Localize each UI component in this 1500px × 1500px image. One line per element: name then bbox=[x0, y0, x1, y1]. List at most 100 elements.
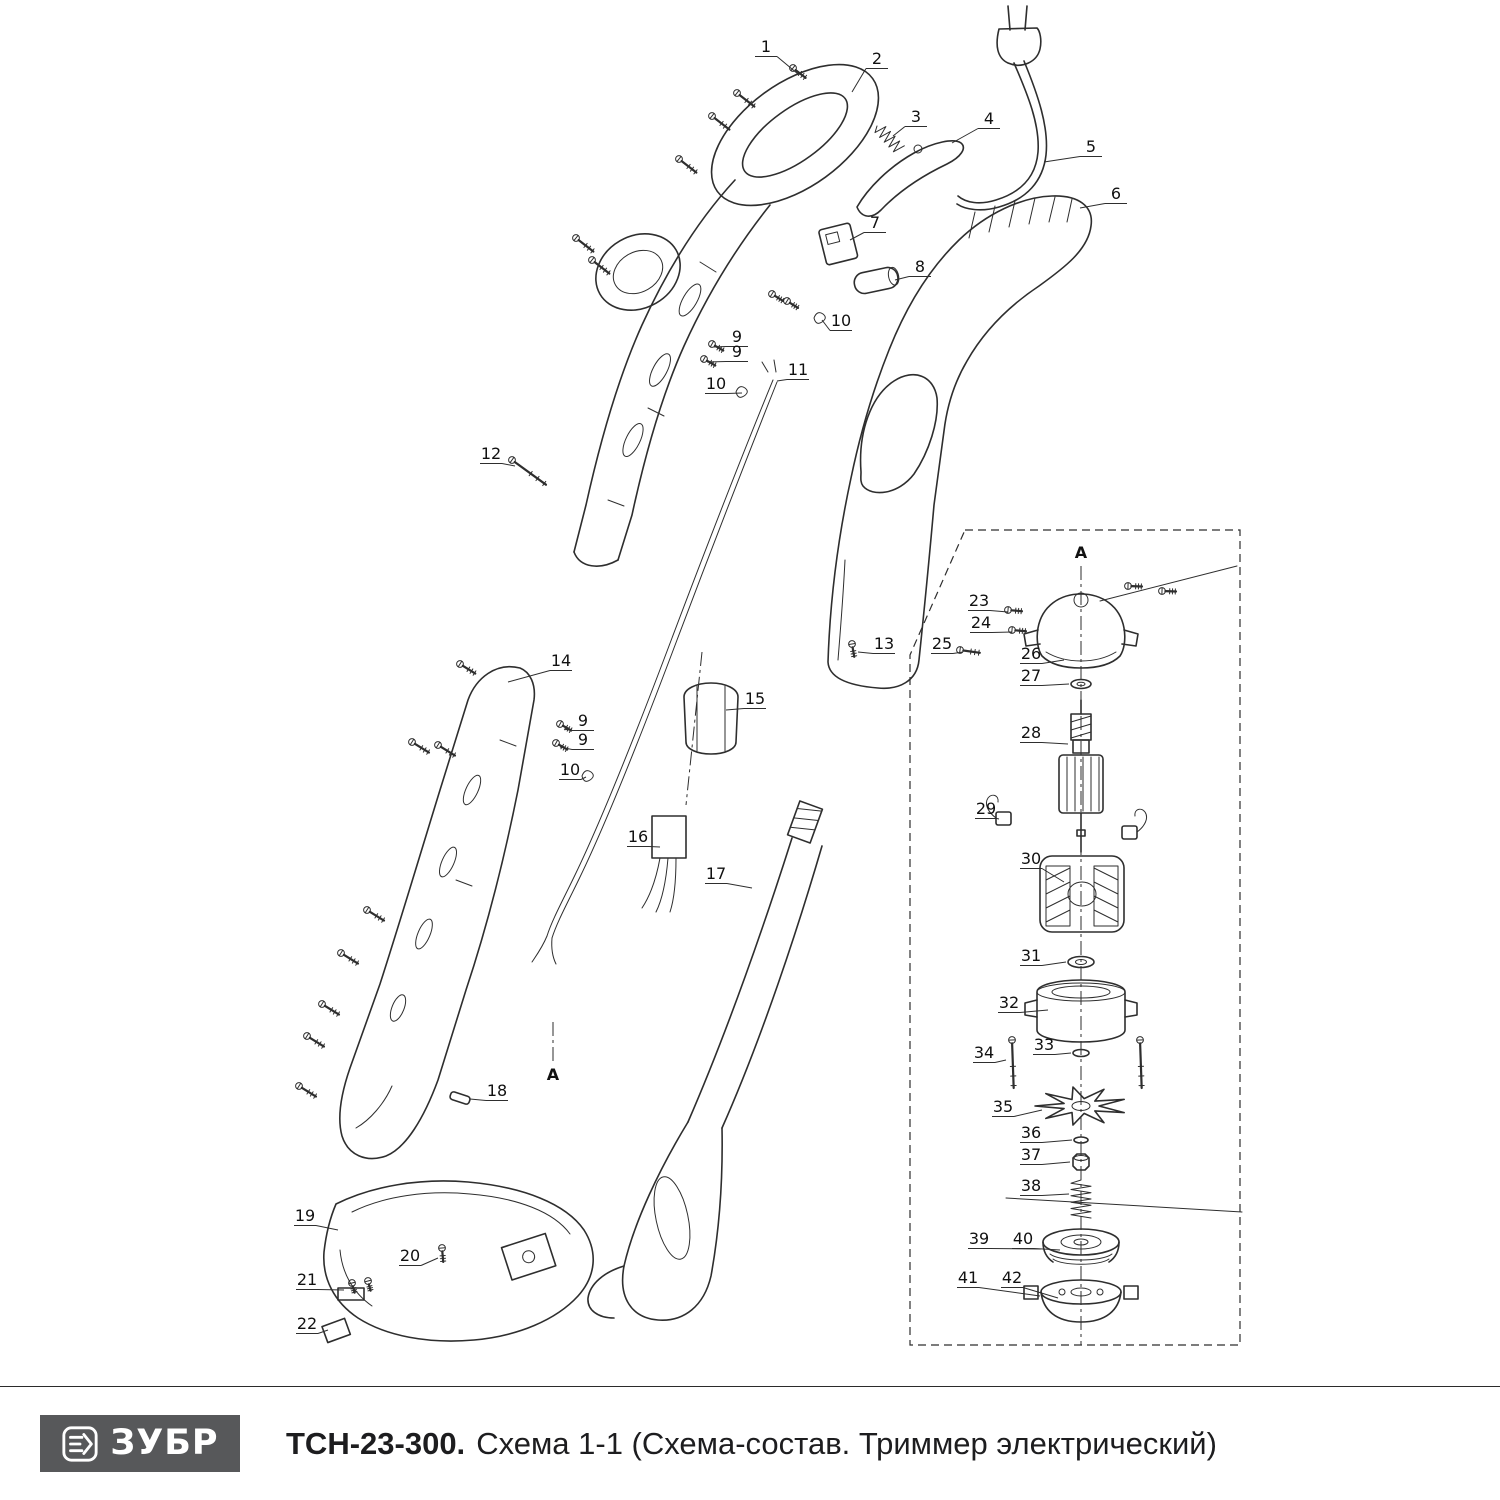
zubr-logo-icon bbox=[62, 1425, 98, 1462]
internal-cable bbox=[531, 359, 778, 965]
part-number-19: 19 bbox=[295, 1206, 315, 1225]
line-spool bbox=[1042, 1228, 1120, 1265]
screw-icon bbox=[337, 949, 360, 966]
part-number-39: 39 bbox=[969, 1229, 989, 1248]
clip-icon bbox=[813, 312, 826, 324]
brand-name: ЗУБР bbox=[110, 1423, 219, 1463]
section-mark-A: A bbox=[1075, 543, 1088, 562]
washer-36 bbox=[1073, 1136, 1089, 1144]
part-number-20: 20 bbox=[400, 1246, 420, 1265]
screw-icon bbox=[348, 1279, 358, 1294]
part-number-13: 13 bbox=[874, 634, 894, 653]
part-number-8: 8 bbox=[915, 257, 925, 276]
part-number-33: 33 bbox=[1034, 1035, 1054, 1054]
detail-view-boundary bbox=[909, 529, 1241, 1346]
part-number-9: 9 bbox=[578, 711, 588, 730]
grip-hatching bbox=[968, 196, 1073, 239]
screw-icon bbox=[1124, 582, 1144, 590]
footer: ЗУБР ТСН-23-300. Схема 1-1 (Схема-состав… bbox=[0, 1386, 1500, 1500]
washer-33 bbox=[1072, 1048, 1090, 1058]
part-number-9: 9 bbox=[732, 327, 742, 346]
screw-icon bbox=[675, 155, 698, 175]
mounting-plate bbox=[321, 1317, 352, 1344]
armature bbox=[1058, 699, 1104, 853]
part-number-15: 15 bbox=[745, 689, 765, 708]
brand-logo: ЗУБР bbox=[40, 1415, 240, 1472]
screw-icon bbox=[768, 290, 785, 304]
schema-subtitle: Схема 1-1 (Схема-состав. Триммер электри… bbox=[476, 1425, 1217, 1461]
part-number-22: 22 bbox=[297, 1314, 317, 1333]
section-mark-A: A bbox=[547, 1065, 560, 1084]
part-number-16: 16 bbox=[628, 827, 648, 846]
bearing bbox=[1067, 955, 1095, 969]
part-number-17: 17 bbox=[706, 864, 726, 883]
part-number-18: 18 bbox=[487, 1081, 507, 1100]
part-number-7: 7 bbox=[870, 213, 880, 232]
part-number-28: 28 bbox=[1021, 723, 1041, 742]
shaft-tube bbox=[587, 800, 824, 1321]
model-number: ТСН-23-300. bbox=[286, 1425, 466, 1461]
part-number-2: 2 bbox=[872, 49, 882, 68]
screw-icon bbox=[1008, 626, 1028, 635]
fasteners-layer bbox=[295, 64, 1178, 1294]
bushing bbox=[449, 1091, 471, 1105]
screw-icon bbox=[552, 739, 569, 752]
clip-icon bbox=[735, 386, 748, 398]
coupling-sleeve bbox=[683, 682, 739, 755]
part-number-24: 24 bbox=[971, 613, 991, 632]
stator bbox=[1039, 855, 1125, 933]
handle-knob-boss bbox=[595, 233, 681, 311]
suppressor-box bbox=[641, 815, 687, 913]
screw-icon bbox=[408, 738, 431, 755]
part-number-41: 41 bbox=[958, 1268, 978, 1287]
motor-housing-cup bbox=[1024, 979, 1138, 1043]
screw-icon bbox=[733, 89, 756, 109]
screw-icon bbox=[508, 456, 548, 487]
screw-icon bbox=[572, 234, 595, 254]
part-number-37: 37 bbox=[1021, 1145, 1041, 1164]
safety-guard bbox=[323, 1180, 594, 1342]
washer-27 bbox=[1070, 678, 1092, 690]
part-number-5: 5 bbox=[1086, 137, 1096, 156]
screw-icon bbox=[1136, 1036, 1145, 1090]
rear-handle-housing bbox=[827, 195, 1093, 690]
capacitor bbox=[853, 266, 900, 295]
part-number-31: 31 bbox=[1021, 946, 1041, 965]
part-number-10: 10 bbox=[831, 311, 851, 330]
screw-icon bbox=[318, 1000, 341, 1017]
trigger-lever bbox=[856, 140, 965, 217]
part-number-36: 36 bbox=[1021, 1123, 1041, 1142]
screw-icon bbox=[438, 1244, 447, 1264]
screw-icon bbox=[700, 355, 717, 368]
upper-handle-housing bbox=[573, 63, 880, 567]
part-number-42: 42 bbox=[1002, 1268, 1022, 1287]
screw-icon bbox=[456, 660, 477, 676]
part-number-9: 9 bbox=[578, 730, 588, 749]
screw-icon bbox=[588, 256, 611, 276]
reference-line bbox=[1005, 1197, 1243, 1213]
part-number-3: 3 bbox=[911, 107, 921, 126]
part-number-34: 34 bbox=[974, 1043, 994, 1062]
part-number-23: 23 bbox=[969, 591, 989, 610]
screw-icon bbox=[783, 297, 800, 311]
screw-icon bbox=[364, 1277, 374, 1292]
part-number-1: 1 bbox=[761, 37, 771, 56]
part-number-9: 9 bbox=[732, 342, 742, 361]
nut bbox=[1072, 1153, 1090, 1171]
part-number-4: 4 bbox=[984, 109, 994, 128]
part-number-35: 35 bbox=[993, 1097, 1013, 1116]
part-number-27: 27 bbox=[1021, 666, 1041, 685]
coupling-centerline bbox=[685, 651, 703, 806]
screw-icon bbox=[363, 906, 386, 923]
part-number-10: 10 bbox=[706, 374, 726, 393]
part-number-11: 11 bbox=[788, 360, 808, 379]
part-number-12: 12 bbox=[481, 444, 501, 463]
part-number-21: 21 bbox=[297, 1270, 317, 1289]
carbon-brushes bbox=[985, 794, 1148, 840]
part-number-26: 26 bbox=[1021, 644, 1041, 663]
spring-icon bbox=[1070, 1179, 1092, 1219]
screw-icon bbox=[1004, 606, 1024, 615]
